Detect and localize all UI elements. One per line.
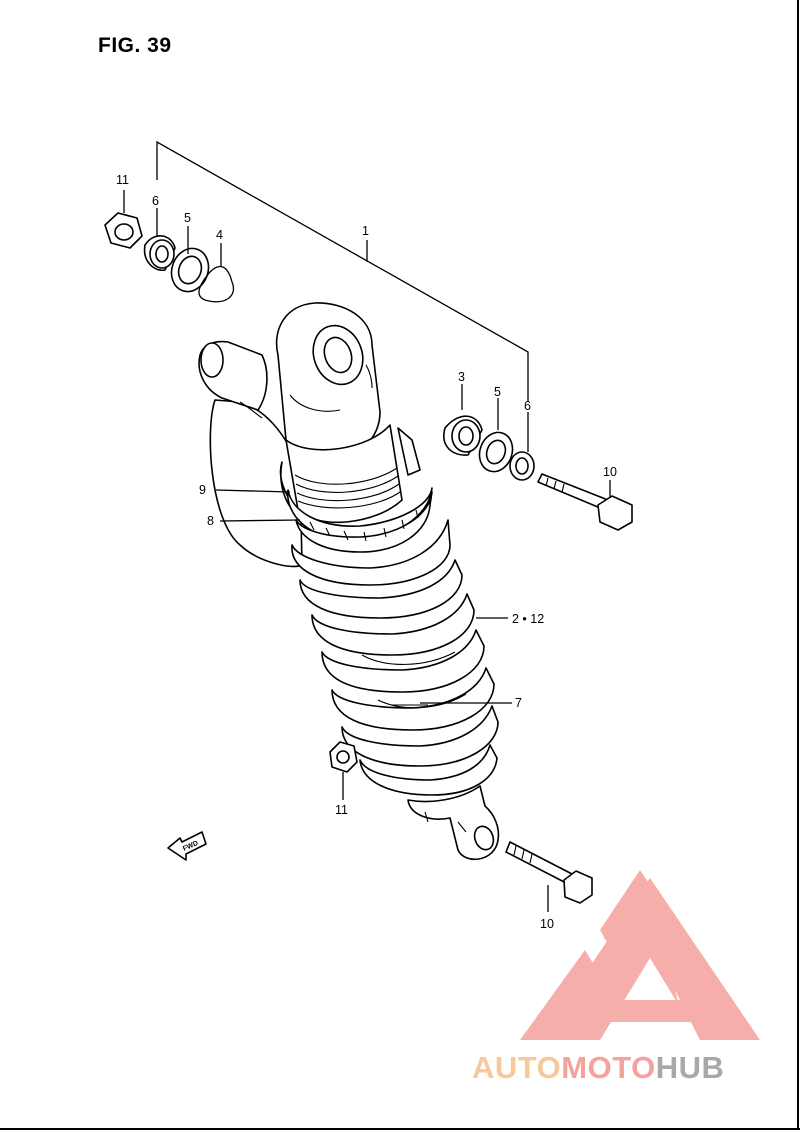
figure-title: FIG. 39: [98, 34, 172, 57]
callout-3: 3: [458, 370, 465, 384]
shock-threaded-body: [279, 424, 433, 553]
fwd-arrow-icon: FWD: [167, 831, 207, 861]
callout-11-upper: 11: [116, 173, 129, 187]
leader-lines: [215, 489, 512, 704]
upper-right-hardware: [443, 384, 633, 531]
brand-hub: HUB: [655, 1050, 725, 1085]
automotohub-logo-icon: [520, 870, 760, 1040]
callout-8: 8: [207, 514, 214, 528]
lower-hardware: [329, 741, 593, 912]
callout-1: 1: [362, 224, 369, 238]
callout-11-lower: 11: [335, 803, 348, 817]
callout-9: 9: [199, 483, 206, 497]
watermark-brand: AUTOMOTOHUB: [472, 1050, 792, 1090]
callout-7: 7: [515, 696, 522, 710]
callout-5-right: 5: [494, 385, 501, 399]
callout-6-upper: 6: [152, 194, 159, 208]
shock-reservoir: [198, 340, 303, 568]
shock-upper-mount: [275, 302, 381, 463]
callout-5-upper: 5: [184, 211, 191, 225]
assembly-bracket: [156, 140, 529, 402]
upper-left-hardware: [104, 190, 235, 303]
callout-10-lower: 10: [540, 917, 554, 931]
callout-labels: 11 6 5 4 1 3 5 6 10 9 8 2 • 12 7 11 10: [116, 173, 617, 931]
callout-10-upper: 10: [603, 465, 617, 479]
callout-6-right: 6: [524, 399, 531, 413]
frame-right-edge: [797, 0, 799, 1130]
shock-spring: [291, 519, 499, 796]
callout-4: 4: [216, 228, 223, 242]
brand-moto: MOTO: [561, 1050, 656, 1085]
callout-2-12: 2 • 12: [512, 612, 544, 626]
brand-auto: AUTO: [472, 1050, 562, 1085]
frame-bottom-edge: [0, 1128, 800, 1130]
shock-lower-mount: [407, 785, 500, 861]
